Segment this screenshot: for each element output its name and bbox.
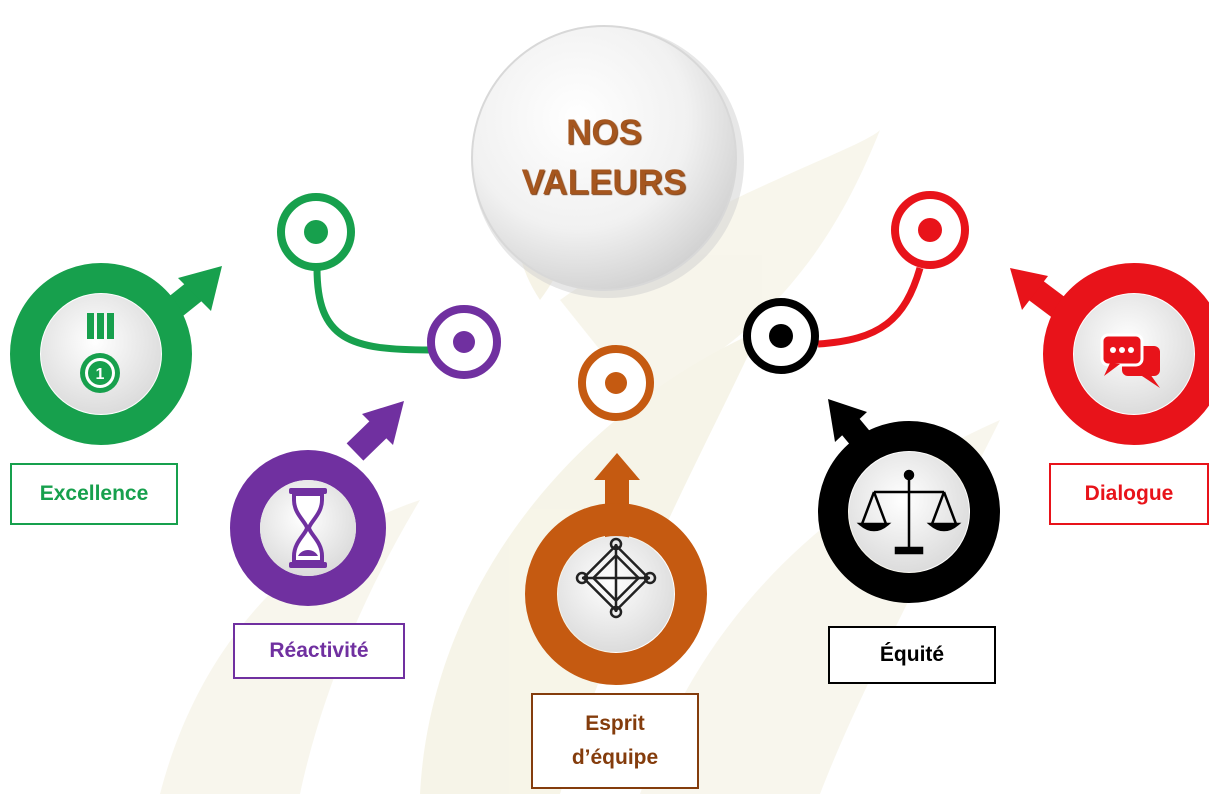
excellence-symbol: 1 [10, 263, 222, 445]
node-red [891, 191, 969, 269]
teamwork-hands-icon [575, 537, 657, 619]
chat-bubbles-icon [1100, 333, 1160, 388]
title-line-1: NOS [566, 113, 642, 152]
reactivite-symbol [230, 401, 404, 606]
hourglass-icon [289, 488, 327, 568]
equite-symbol [818, 399, 1000, 603]
title-line-2: VALEURS [521, 163, 687, 202]
node-black [743, 298, 819, 374]
dialogue-symbol [1010, 263, 1209, 445]
node-green [277, 193, 355, 271]
esprit-equipe-symbol [525, 453, 707, 685]
label-esprit-line-2: d’équipe [571, 746, 659, 769]
label-reactivite: Réactivité [233, 623, 405, 679]
label-excellence: Excellence [10, 463, 178, 525]
node-orange [578, 345, 654, 421]
label-esprit-equipe: Esprit d’équipe [531, 693, 699, 789]
connector-black-red [817, 267, 924, 348]
label-equite: Équité [828, 626, 996, 684]
scales-icon [856, 469, 962, 555]
central-sphere [471, 25, 744, 298]
label-dialogue: Dialogue [1049, 463, 1209, 525]
diagram-title: NOS VALEURS [478, 108, 730, 208]
svg-text:1: 1 [96, 366, 105, 383]
node-purple [427, 305, 501, 379]
label-esprit-line-1: Esprit [585, 712, 645, 735]
connector-green-purple [313, 267, 431, 354]
medal-icon: 1 [80, 313, 120, 393]
